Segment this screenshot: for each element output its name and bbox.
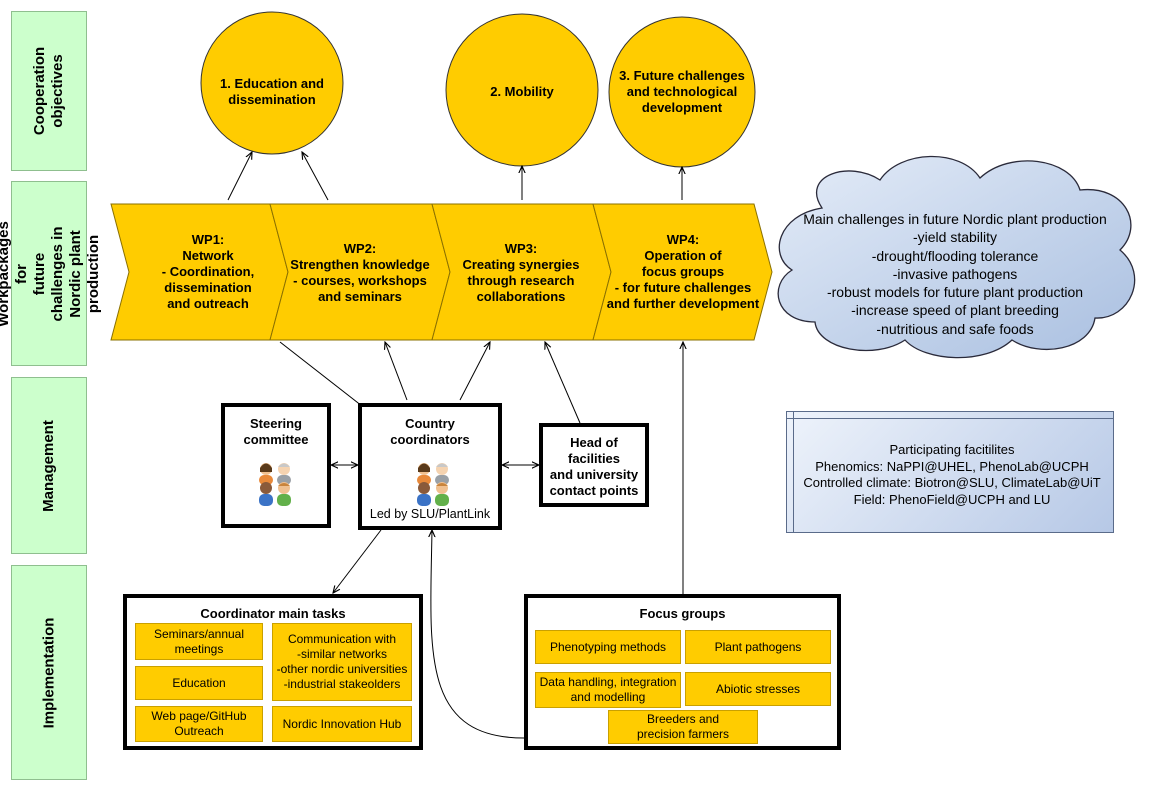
wp1-label: WP1: Network - Coordination, disseminati… (161, 232, 255, 311)
country-coordinators-title: Country coordinators (390, 416, 470, 447)
objective-circle-1 (200, 11, 344, 155)
lane-workpackages: Workpackages for future challenges in No… (0, 181, 102, 366)
lane-cooperation-objectives: Cooperation objectives (11, 11, 87, 171)
wp4-label: WP4: Operation of focus groups - for fut… (606, 232, 760, 311)
objective-label-2: 2. Mobility (490, 84, 554, 99)
wp3-label: WP3: Creating synergies through research… (462, 241, 580, 304)
coordinator-tasks-title: Coordinator main tasks (200, 606, 346, 621)
lane-implementation: Implementation (11, 565, 87, 780)
wp4-chevron (592, 203, 773, 341)
head-of-facilities-box: Head of facilities and university contac… (539, 423, 649, 507)
steering-committee-title: Steering committee (243, 416, 309, 447)
facilities-box-leftbar (793, 412, 794, 532)
facilities-text: Participating facitilites Phenomics: NaP… (803, 442, 1101, 507)
objective-label-3: 3. Future challenges and technological d… (619, 68, 745, 115)
task-seminars: Seminars/annual meetings (135, 623, 263, 660)
challenges-text: Main challenges in future Nordic plant p… (803, 211, 1107, 337)
steering-committee-box: Steering committee (221, 403, 331, 528)
challenges-cloud (777, 155, 1136, 359)
objective-label-1: 1. Education and dissemination (219, 76, 324, 107)
country-coordinators-box: Country coordinators Led by SLU/PlantLin… (358, 403, 502, 530)
focus-pathogens: Plant pathogens (685, 630, 831, 664)
wp2-label: WP2: Strengthen knowledge - courses, wor… (290, 241, 430, 304)
task-nordic-hub: Nordic Innovation Hub (272, 706, 412, 742)
facilities-box: Participating facitilites Phenomics: NaP… (786, 411, 1114, 533)
lane-management: Management (11, 377, 87, 554)
facilities-box-topbar (787, 418, 1113, 419)
people-group-icon (259, 463, 291, 506)
task-education: Education (135, 666, 263, 700)
head-of-facilities-title: Head of facilities and university contac… (549, 435, 639, 498)
task-communication: Communication with -similar networks -ot… (272, 623, 412, 701)
coordinator-tasks-box: Coordinator main tasks Seminars/annual m… (123, 594, 423, 750)
focus-data-handling: Data handling, integration and modelling (535, 672, 681, 708)
country-coordinators-note: Led by SLU/PlantLink (369, 507, 491, 521)
focus-abiotic: Abiotic stresses (685, 672, 831, 706)
focus-groups-box: Focus groups Phenotyping methods Plant p… (524, 594, 841, 750)
focus-breeders: Breeders and precision farmers (608, 710, 758, 744)
focus-groups-title: Focus groups (639, 606, 726, 621)
focus-phenotyping: Phenotyping methods (535, 630, 681, 664)
task-web-page: Web page/GitHub Outreach (135, 706, 263, 742)
people-group-icon (417, 463, 449, 506)
